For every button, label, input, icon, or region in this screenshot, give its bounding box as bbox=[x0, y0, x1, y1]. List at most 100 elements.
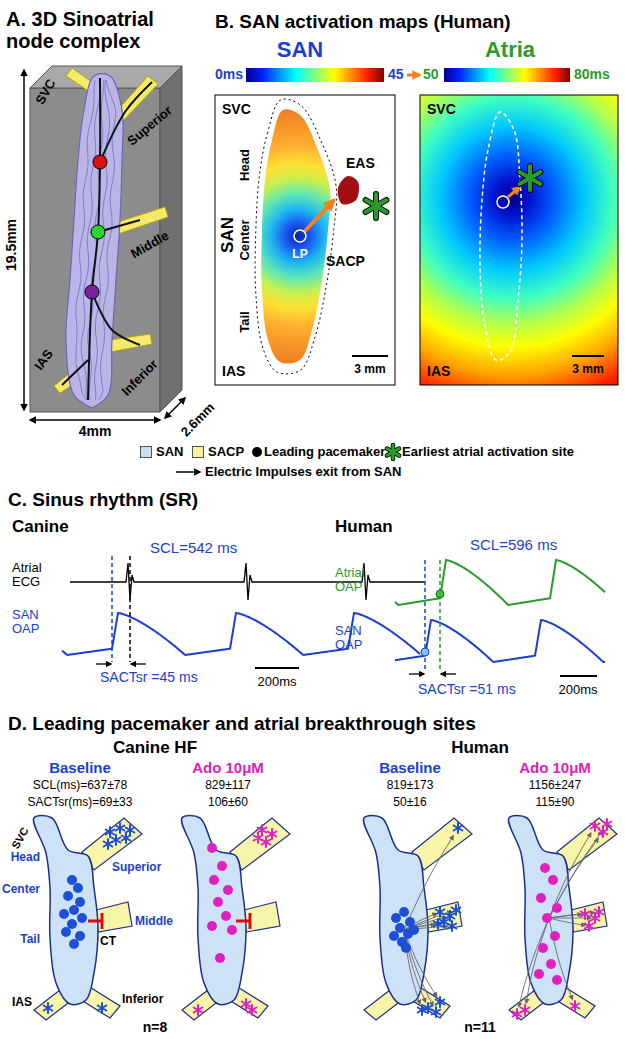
asterisk-marker bbox=[116, 823, 125, 833]
pacemaker-dot bbox=[540, 863, 550, 873]
legend-label: Electric Impulses exit from SAN bbox=[205, 465, 402, 479]
scale-bar bbox=[352, 355, 388, 357]
pacemaker-dot bbox=[73, 883, 83, 893]
asterisk-marker bbox=[436, 907, 445, 917]
pacemaker-dot bbox=[389, 931, 399, 941]
dimension-arrow bbox=[165, 398, 185, 418]
pacemaker-dot bbox=[395, 923, 405, 933]
site-label: EAS bbox=[346, 156, 375, 171]
scale-arrow bbox=[407, 74, 420, 77]
atrial-activation-map bbox=[420, 95, 618, 385]
san-body bbox=[508, 816, 573, 1005]
asterisk-marker bbox=[603, 819, 612, 829]
pacemaker-dot bbox=[536, 893, 546, 903]
conduction-arrow bbox=[549, 918, 572, 999]
exit-arrow bbox=[508, 187, 520, 197]
conduction-arrow bbox=[526, 918, 549, 1003]
interval-arrow bbox=[131, 663, 146, 664]
legend-swatch bbox=[140, 446, 152, 458]
trace-label: SAN OAP bbox=[12, 608, 52, 637]
interval-arrow bbox=[409, 673, 424, 674]
legend-dot bbox=[252, 447, 262, 457]
asterisk-marker bbox=[432, 1007, 441, 1017]
stat-value: SACTsr(ms)=69±33 bbox=[28, 796, 133, 809]
map-heading: Atria bbox=[485, 38, 535, 62]
san-outline bbox=[480, 112, 522, 360]
conduction-pathway bbox=[92, 292, 140, 345]
trace-label: SAN OAP bbox=[335, 624, 375, 653]
map-heading: SAN bbox=[277, 38, 323, 62]
region-label: Tail bbox=[20, 933, 40, 946]
pacemaker-dot bbox=[542, 913, 552, 923]
pacemaker-dot bbox=[85, 285, 99, 299]
interval-arrow bbox=[96, 663, 111, 664]
san-body bbox=[181, 816, 246, 1005]
asterisk-marker bbox=[448, 921, 457, 931]
conduction-arrow bbox=[519, 918, 549, 1007]
site-label: LP bbox=[292, 248, 307, 261]
asterisk-marker bbox=[44, 1003, 53, 1013]
asterisk-marker bbox=[366, 194, 387, 218]
legend-arrow bbox=[176, 471, 200, 473]
asterisk-marker bbox=[387, 445, 399, 459]
asterisk-marker bbox=[454, 823, 463, 833]
vessel-label: IAS bbox=[222, 364, 245, 379]
scale-label: 3 mm bbox=[572, 363, 603, 376]
asterisk-marker bbox=[595, 907, 604, 917]
asterisk-marker bbox=[418, 1005, 427, 1015]
pacemaker-dot bbox=[75, 931, 85, 941]
stat-value: 50±16 bbox=[393, 796, 426, 809]
vessel-label: IAS bbox=[427, 364, 450, 379]
condition-heading: Ado 10μM bbox=[519, 760, 591, 777]
region-label: Center bbox=[2, 883, 40, 896]
vessel-label: IAS bbox=[12, 996, 32, 1009]
asterisk-marker bbox=[436, 997, 445, 1007]
legend-label: SAN bbox=[156, 445, 183, 459]
stat-value: 1156±247 bbox=[529, 779, 581, 792]
conduction-arrow bbox=[549, 833, 591, 918]
legend-swatch bbox=[192, 446, 204, 458]
asterisk-marker bbox=[521, 1005, 530, 1015]
sinoatrial-3d-model bbox=[24, 66, 185, 420]
stat-value: 106±60 bbox=[208, 796, 248, 809]
timing-guide bbox=[129, 556, 131, 662]
conduction-time: SACTsr =51 ms bbox=[418, 682, 516, 697]
pacemaker-dot bbox=[399, 907, 409, 917]
pacemaker-dot bbox=[69, 905, 79, 915]
pacemaker-dot bbox=[67, 919, 77, 929]
scale-value: 45 bbox=[388, 67, 404, 82]
asterisk-marker bbox=[452, 905, 461, 915]
trace-label: Atrial ECG bbox=[12, 561, 60, 590]
asterisk-marker bbox=[194, 1005, 203, 1015]
dimension-arrow bbox=[23, 70, 25, 410]
sample-size: n=8 bbox=[143, 1020, 168, 1035]
species-heading: Canine HF bbox=[113, 739, 197, 758]
trace-label: Atrial OAP bbox=[335, 566, 383, 595]
conduction-arrow bbox=[549, 831, 602, 918]
pacemaker-dot bbox=[209, 875, 219, 885]
region-label: Tail bbox=[238, 311, 252, 332]
conduction-block bbox=[236, 913, 250, 929]
san-body bbox=[363, 816, 428, 1005]
asterisk-marker bbox=[112, 835, 121, 845]
conduction-pathway bbox=[62, 360, 88, 385]
pacemaker-dot bbox=[550, 931, 560, 941]
conduction-time: SACTsr =45 ms bbox=[100, 670, 198, 685]
interval-arrow bbox=[441, 673, 456, 674]
sacp-branch bbox=[571, 902, 607, 932]
pacemaker-dot bbox=[391, 913, 401, 923]
asterisk-marker bbox=[104, 839, 113, 849]
san-schematic bbox=[181, 816, 290, 1020]
time-scale-bar bbox=[255, 667, 299, 669]
dimension-arrow bbox=[30, 419, 160, 421]
asterisk-marker bbox=[585, 921, 594, 931]
stat-value: 115±90 bbox=[535, 796, 574, 809]
vessel-label: SVC bbox=[222, 102, 251, 117]
panel-title: A. 3D Sinoatrial node complex bbox=[6, 8, 181, 52]
region-label: Middle bbox=[135, 915, 173, 928]
exit-arrow bbox=[304, 200, 334, 232]
color-scale-bar bbox=[444, 68, 570, 82]
oap-trace bbox=[395, 560, 605, 605]
pacemaker-dot bbox=[207, 843, 217, 853]
san-body bbox=[33, 816, 98, 1005]
